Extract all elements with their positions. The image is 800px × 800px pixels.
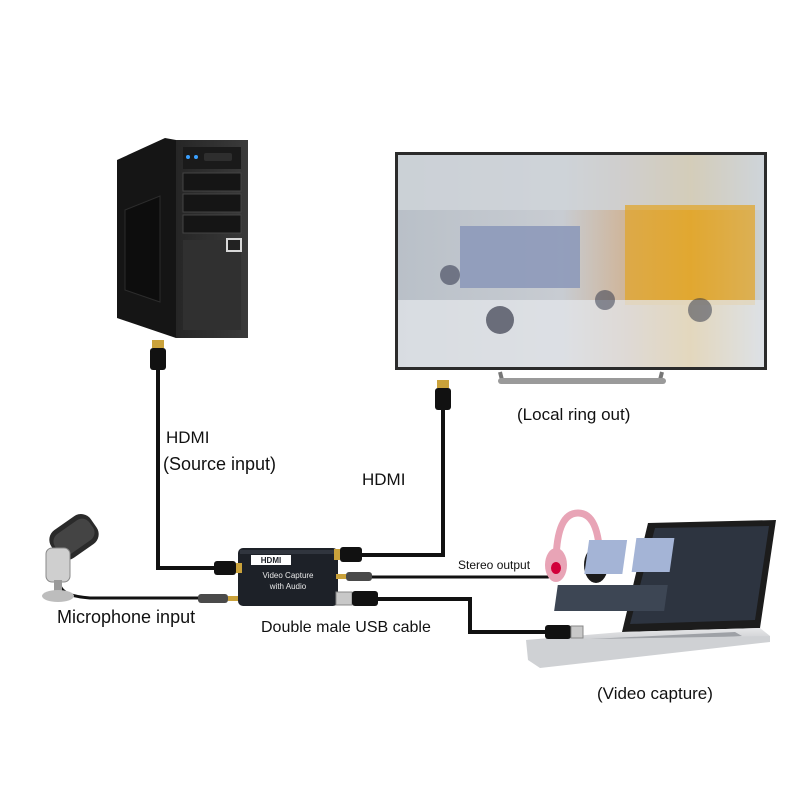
device-line2: with Audio <box>269 582 307 591</box>
stereo-output-label: Stereo output <box>458 558 531 572</box>
device-brand: HDMI <box>261 556 281 565</box>
mic-jack <box>198 594 238 603</box>
hdmi-plug-source <box>150 340 166 370</box>
source-input-label: (Source input) <box>163 454 277 474</box>
usb-cable <box>376 597 547 634</box>
microphone-input-label: Microphone input <box>57 607 196 627</box>
capture-device: HDMI Video Capture with Audio <box>238 548 338 606</box>
microphone <box>42 514 99 602</box>
laptop <box>526 520 776 668</box>
device-line1: Video Capture <box>263 571 315 580</box>
hdmi-output-label: HDMI <box>362 470 406 489</box>
audio-jack-out <box>336 572 372 581</box>
hdmi-source-label: HDMI <box>166 428 210 447</box>
video-capture-label: (Video capture) <box>597 684 713 703</box>
pc-tower <box>117 138 248 338</box>
usb-cable-label: Double male USB cable <box>261 619 431 636</box>
television <box>395 152 767 384</box>
microphone-cable <box>58 583 200 600</box>
usb-plug-laptop <box>545 625 584 639</box>
hdmi-output-cable <box>354 406 445 557</box>
hdmi-plug-device-out <box>334 547 362 562</box>
usb-plug <box>335 591 378 606</box>
hdmi-source-cable <box>156 368 220 570</box>
hdmi-plug-output <box>435 380 451 410</box>
hdmi-plug-device-in <box>214 561 242 575</box>
local-ring-out-label: (Local ring out) <box>517 405 631 424</box>
